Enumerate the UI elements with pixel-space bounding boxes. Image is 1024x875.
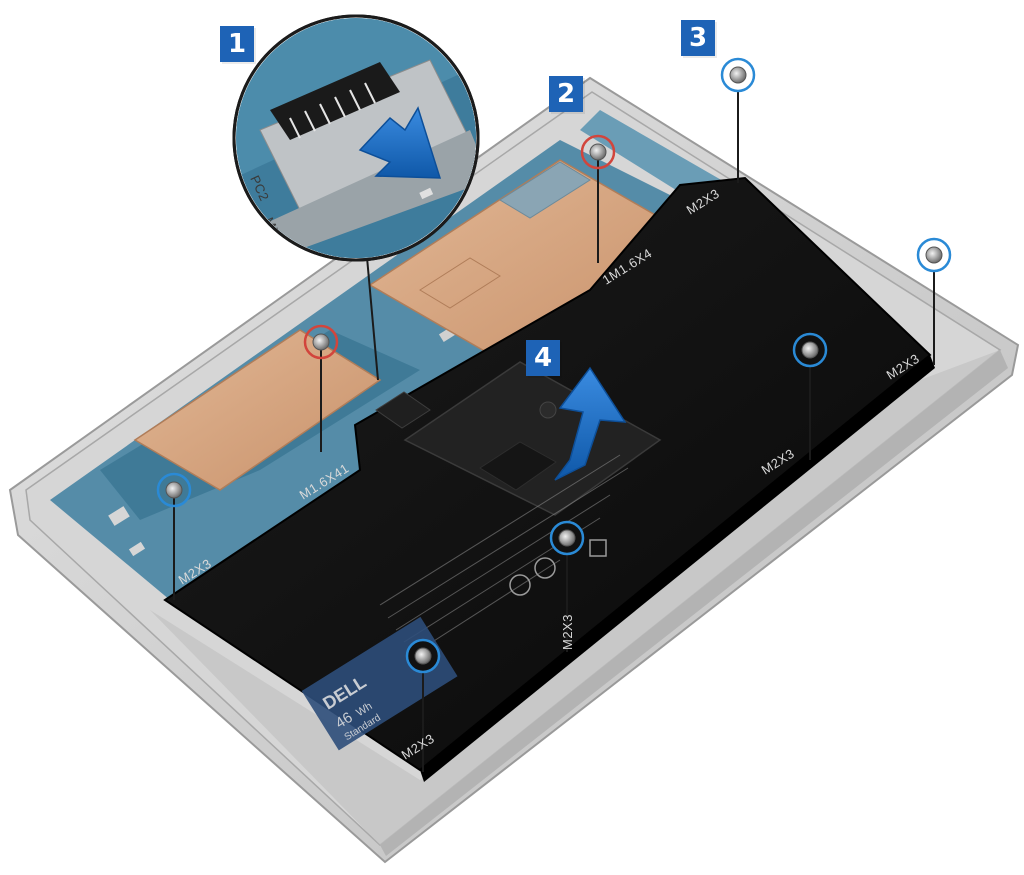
screw-m2x3-bottom-left: [405, 638, 441, 674]
step-3-badge: 3: [681, 20, 715, 56]
step-2-badge: 2: [549, 76, 583, 112]
step-1-badge: 1: [220, 26, 254, 62]
battery-pack: [163, 176, 935, 782]
screw-m2x3-bottom-mid: [549, 520, 585, 556]
screw-m2x3-left: [156, 472, 192, 508]
screw-m16x4: [580, 134, 616, 170]
screw-m2x3-right: [916, 237, 952, 273]
copper-heat-shield: [133, 159, 692, 491]
screw-m2x3-mid-right: [792, 332, 828, 368]
screw-m16x41: [303, 324, 339, 360]
step-4-badge: 4: [526, 340, 560, 376]
connector-zoom-inset: MB PC2: [232, 14, 480, 262]
label-m2x3-bottom-mid: M2X3: [560, 614, 575, 650]
lift-arrow: [554, 366, 627, 481]
screws: [156, 57, 952, 674]
screw-m2x3-top: [720, 57, 756, 93]
battery-capacity: 46: [333, 709, 356, 732]
